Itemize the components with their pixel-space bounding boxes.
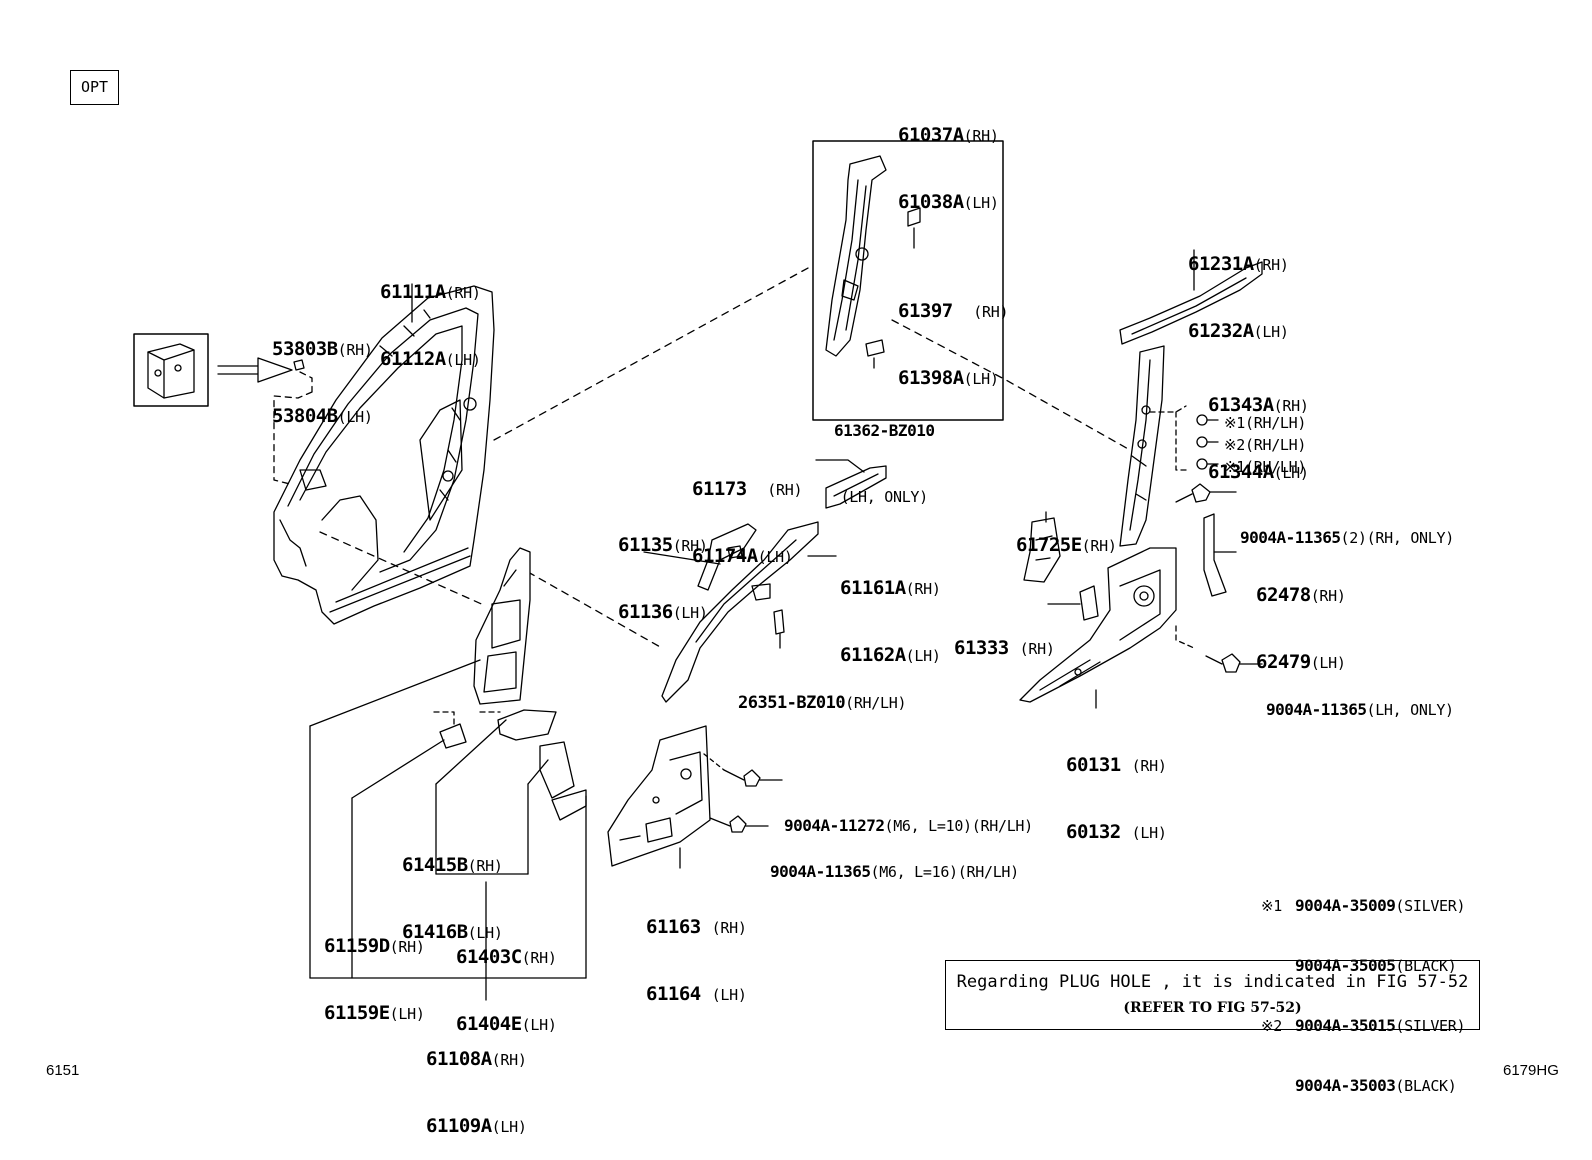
callout-53803b: 53803B(RH) 53804B(LH) [272,338,373,427]
callout-61231a: 61231A(RH) 61232A(LH) [1188,253,1289,342]
callout-61333: 61333 (RH) [954,637,1055,659]
callout-9004a-11365-m6: 9004A-11365(M6, L=16)(RH/LH) [770,862,1019,881]
callout-61362: 61362-BZ010 (LH, ONLY) [834,421,935,506]
inner-panel-61163 [607,725,711,867]
callout-61111a: 61111A(RH) 61112A(LH) [380,281,481,370]
callout-60131: 60131 (RH) 60132 (LH) [1066,754,1167,843]
plug-hole-note: Regarding PLUG HOLE , it is indicated in… [945,960,1480,1030]
bolt-90043 [1205,653,1263,673]
callout-61415b: 61415B(RH) 61416B(LH) [402,854,503,943]
bolt-90042 [1175,483,1237,503]
b-pillar-61037a [825,155,921,357]
c-pillar-61343a [1119,345,1165,547]
plug-hole-note-line2: (REFER TO FIG 57-52) [1123,1000,1302,1016]
opt-box: OPT [70,70,119,105]
lower-panel-61108a [433,547,587,821]
cap-callout-1a: ※1(RH/LH) [1224,414,1307,432]
side-panel-61111a [273,285,495,625]
callout-61037a: 61037A(RH) 61038A(LH) [898,124,999,213]
b-pillar-inner-61161a [661,521,819,703]
inset-bracket-picture [133,333,293,407]
callout-61343a: 61343A(RH) 61344A(LH) [1208,394,1309,483]
bolt-90044 [703,753,783,787]
cap-callout-1b: ※1(RH/LH) [1224,458,1307,476]
callout-61159d: 61159D(RH) 61159E(LH) [324,935,425,1024]
callout-61135: 61135(RH) 61136(LH) [618,534,708,623]
cap-callout-2: ※2(RH/LH) [1224,436,1307,454]
callout-9004a-11365-rh: 9004A-11365(2)(RH, ONLY) [1240,528,1454,547]
opt-label: OPT [80,78,109,96]
callout-61397: 61397 (RH) 61398A(LH) [898,300,1009,389]
bolt-90045 [709,815,769,833]
callout-26351: 26351-BZ010(RH/LH) [738,693,907,713]
figure-code-left: 6151 [46,1062,80,1079]
parts-diagram [133,140,1263,1001]
callout-9004a-11365-lh: 9004A-11365(LH, ONLY) [1266,700,1454,719]
callout-61725e: 61725E(RH) [1016,534,1117,556]
callout-61173: 61173 (RH) 61174A(LH) [692,478,803,567]
callout-9004a-11272: 9004A-11272(M6, L=10)(RH/LH) [784,816,1033,835]
lower-pillar-60131 [1019,547,1177,703]
callout-62478: 62478(RH) 62479(LH) [1256,584,1346,673]
callout-61108a: 61108A(RH) 61109A(LH) [426,1048,527,1137]
plug-hole-note-line1: Regarding PLUG HOLE , it is indicated in… [956,972,1469,992]
roof-rail-61231a [1119,261,1263,345]
callout-61403c: 61403C(RH) 61404E(LH) [456,946,557,1035]
figure-code-right: 6179HG [1503,1062,1559,1079]
callout-61161a: 61161A(RH) 61162A(LH) [840,577,941,666]
callout-61163: 61163 (RH) 61164 (LH) [646,916,747,1005]
